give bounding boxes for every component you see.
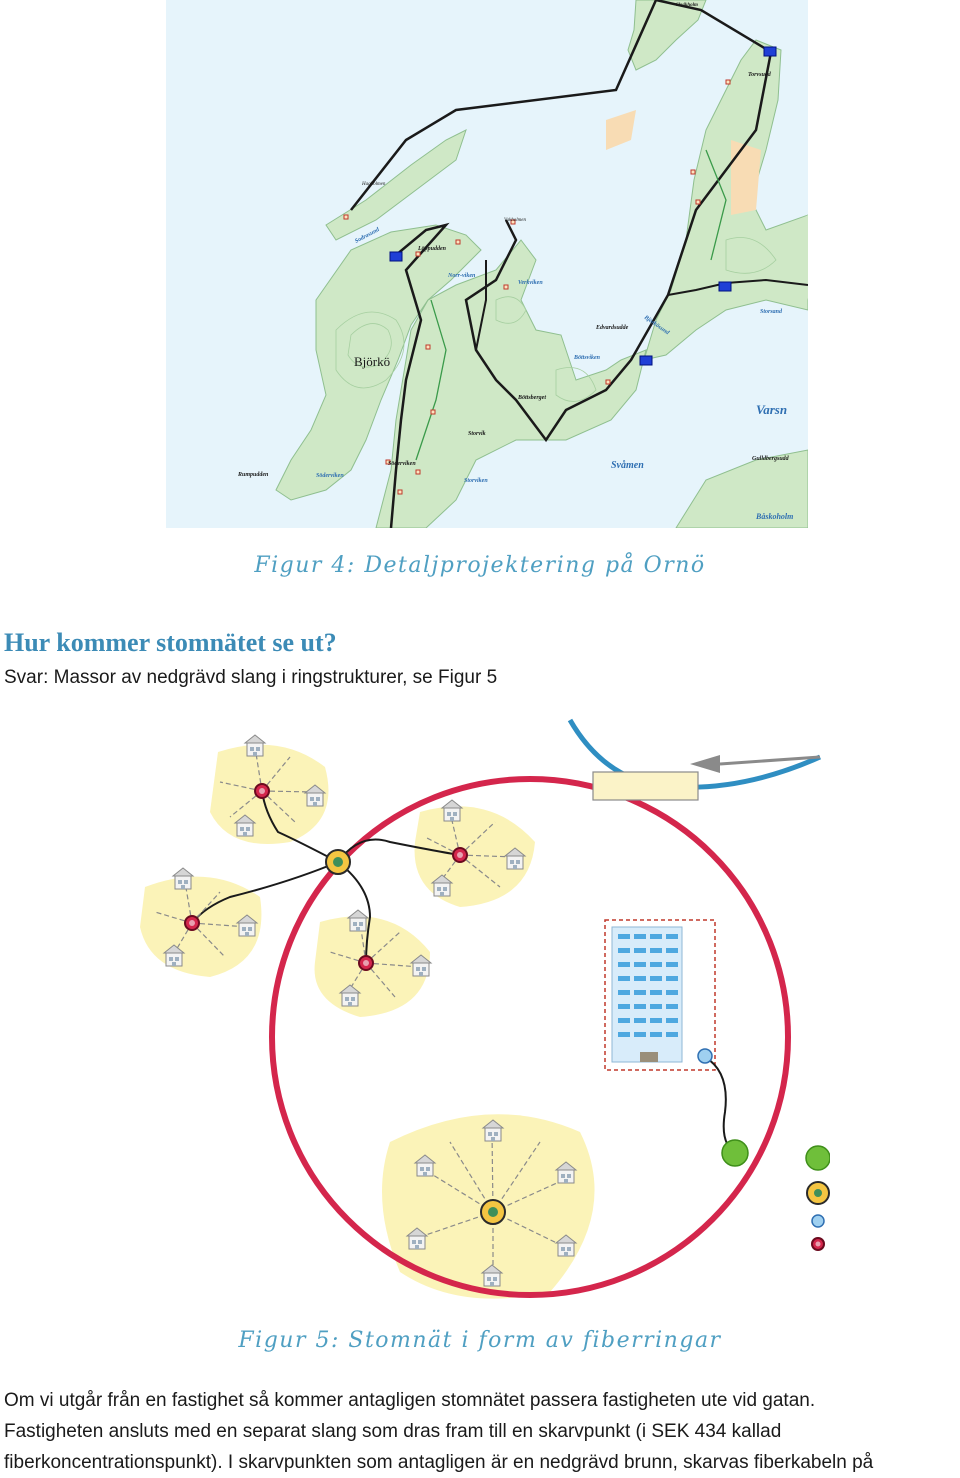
legend-blue-node (811, 1214, 825, 1228)
island-east-edge (791, 215, 808, 300)
label-svamen: Svåmen (611, 460, 644, 471)
sand-area (606, 110, 636, 150)
building-connection-point (697, 1048, 713, 1064)
label-edvardsudde: Edvardsudde (595, 325, 629, 331)
arrow-head-icon (690, 755, 720, 773)
cluster-areas (140, 744, 595, 1299)
ring-splice-point-green (721, 1139, 749, 1167)
ring-figure (130, 712, 830, 1310)
label-hagholmen: Hagholmen (361, 182, 386, 187)
figure4-caption: Figur 4: Detaljprojektering på Ornö (254, 553, 706, 578)
section-heading: Hur kommer stomnätet se ut? (4, 628, 337, 657)
label-baskoholm: Båskoholm (755, 512, 793, 521)
trunk-route-bjorko (389, 222, 450, 528)
answer-text: Svar: Massor av nedgrävd slang i ringstr… (4, 667, 498, 688)
label-storviken: Storviken (464, 478, 488, 484)
label-bottsberget: Böttsberget (517, 395, 546, 401)
label-verkviken: Verkviken (518, 280, 543, 286)
island-southeast (675, 449, 808, 528)
central-node-box (592, 771, 699, 801)
label-bjorko: Björkö (354, 354, 390, 369)
island-bjorko (275, 224, 482, 501)
sand-area-right (731, 140, 761, 215)
feeder-cables (191, 790, 461, 964)
trail-line (415, 299, 447, 461)
label-soderviken-west: Söderviken (316, 473, 344, 479)
node-box (639, 355, 653, 366)
label-vakholmen: Vakholmen (504, 218, 526, 223)
label-bottsviken: Böttsviken (573, 355, 601, 361)
label-gulldbergsudd: Gulldbergsudd (752, 456, 790, 462)
label-torvsudd: Torvsudd (748, 72, 772, 78)
figure5-caption: Figur 5: Stomnät i form av fiberringar (238, 1328, 722, 1353)
contour-lines (335, 237, 777, 402)
trunk-route-north (350, 0, 658, 211)
island-strip (325, 129, 467, 241)
map-labels: Björkö Varsn Svåmen Storsand Gulldbergsu… (237, 3, 793, 521)
building-windows (618, 934, 678, 1037)
trunk-route-east (464, 0, 773, 443)
body-line: Om vi utgår från en fastighet så kommer … (4, 1390, 816, 1411)
trunk-route-branch (475, 260, 487, 351)
label-loppudden: Löppudden (417, 246, 447, 252)
label-storsand: Storsand (760, 309, 783, 315)
ring-svg (140, 718, 830, 1299)
cluster-spokes (154, 746, 571, 1277)
trail-line-right (705, 149, 727, 261)
body-line: Fastigheten ansluts med en separat slang… (4, 1421, 782, 1442)
cluster-nodes (184, 783, 506, 1225)
fiber-ring (269, 776, 791, 1298)
node-box (389, 251, 403, 262)
legend-green-node (805, 1145, 830, 1171)
label-storvik: Storvik (468, 431, 486, 437)
building-door (640, 1052, 658, 1062)
node-box (763, 46, 777, 57)
label-rumpudden: Rumpudden (237, 472, 269, 478)
map-svg: Björkö Varsn Svåmen Storsand Gulldbergsu… (166, 0, 808, 528)
node-box (718, 281, 732, 292)
building-markers (343, 79, 731, 495)
building-property-border (604, 919, 716, 1071)
label-soderviken: Söderviken (388, 461, 416, 467)
label-varsn: Varsn (756, 402, 787, 417)
body-paragraph: Om vi utgår från en fastighet så kommer … (4, 1385, 960, 1478)
building-drop-cable (704, 1056, 735, 1153)
label-norrviken: Norr-viken (447, 273, 476, 279)
label-skvikholm: Skvikholm (676, 3, 698, 8)
legend-symbols (805, 1145, 830, 1251)
arrow-line (719, 755, 821, 766)
body-line: fiberkoncentrationspunkt). I skarvpunkte… (4, 1452, 874, 1473)
map-figure-orno: Björkö Varsn Svåmen Storsand Gulldbergsu… (166, 0, 808, 528)
